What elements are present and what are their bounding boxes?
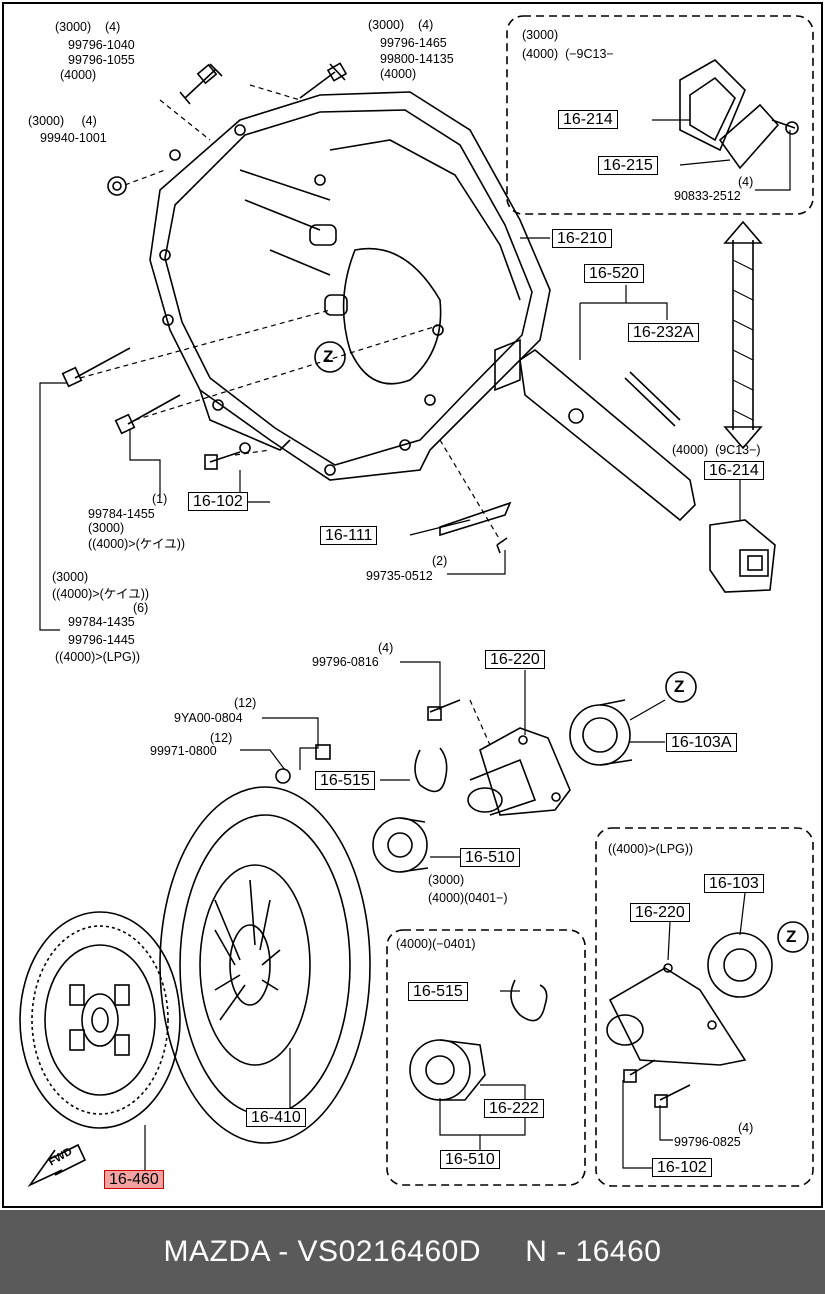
z-marker-2: Z: [674, 677, 685, 696]
label-4000-keiyu-p3: ((4000)>(ケイユ)): [52, 587, 150, 601]
part-number-99784-1455: 99784-1455: [88, 507, 155, 521]
part-number-99796-1445: 99796-1445: [68, 633, 135, 647]
part-number-99796-0816: 99796-0816: [312, 655, 379, 669]
callout-16-510-inset[interactable]: 16-510: [440, 1150, 500, 1169]
callout-16-102-upper[interactable]: 16-102: [188, 492, 248, 511]
part-number-9ya00-0804: 9YA00-0804: [174, 711, 243, 725]
qty-6: (6): [133, 601, 149, 615]
inset-0401-box: [386, 929, 586, 1186]
callout-16-460-highlighted[interactable]: 16-460: [104, 1170, 164, 1189]
z-markers: [314, 341, 809, 953]
inset-0401-title: (4000)(−0401): [396, 937, 476, 951]
callout-16-410[interactable]: 16-410: [246, 1108, 306, 1127]
inset-lpg-box: [595, 827, 814, 1187]
clutch-housing: [149, 91, 551, 481]
inset-lpg-parts: [606, 932, 773, 1108]
inset-0401-parts: [409, 979, 548, 1101]
qty-2: (2): [432, 554, 448, 568]
part-number-99971-0800: 99971-0800: [150, 744, 217, 758]
label-3000-mid: (3000): [428, 873, 465, 887]
label-3000-qty: (3000) (4): [55, 20, 121, 34]
callout-leaders: [39, 119, 791, 1170]
diagram-frame: [2, 2, 823, 1208]
inset-lpg-title: ((4000)>(LPG)): [608, 842, 694, 856]
part-number-99796-1465: 99796-1465: [380, 36, 447, 50]
label-4000-2: (4000): [380, 67, 417, 81]
inset-label-4000-9c13: (4000) (−9C13−: [522, 47, 614, 61]
housing-bolts: [61, 62, 508, 554]
callout-16-214-lower[interactable]: 16-214: [704, 461, 764, 480]
callout-16-111[interactable]: 16-111: [320, 526, 378, 545]
qty-12-b3: (12): [210, 731, 233, 745]
qty-4-b1: (4): [378, 641, 394, 655]
callout-16-520[interactable]: 16-520: [584, 264, 644, 283]
part-number-99796-0825: 99796-0825: [674, 1135, 741, 1149]
part-number-caption: MAZDA - VS0216460D N - 16460: [163, 1235, 662, 1268]
label-4000-keiyu-p1: ((4000)>(ケイユ)): [88, 537, 186, 551]
assembly-leaders: [79, 84, 501, 746]
inset-label-3000: (3000): [522, 28, 559, 42]
footer-bar: MAZDA - VS0216460D N - 16460: [0, 1210, 825, 1294]
label-4000: (4000): [60, 68, 97, 82]
spring-clip-top: [414, 747, 448, 793]
relation-arrow: [723, 220, 763, 450]
callout-16-102-lpg[interactable]: 16-102: [652, 1158, 712, 1177]
callout-16-222[interactable]: 16-222: [484, 1099, 544, 1118]
callout-16-210[interactable]: 16-210: [552, 229, 612, 248]
z-marker-3: Z: [786, 927, 797, 946]
part-number-90833-2512: 90833-2512: [674, 189, 741, 203]
qty-1: (1): [152, 492, 168, 506]
callout-16-214-top[interactable]: 16-214: [558, 110, 618, 129]
label-4000-9c13: (4000) (9C13−): [672, 443, 761, 457]
label-3000-p1: (3000): [88, 521, 125, 535]
bolt-head: [315, 744, 331, 760]
inset-9c13-box: [506, 15, 814, 215]
callout-16-220-lpg[interactable]: 16-220: [630, 903, 690, 922]
release-fork: [519, 349, 696, 522]
qty-4-b4: (4): [738, 1121, 754, 1135]
callout-16-510-upper[interactable]: 16-510: [460, 848, 520, 867]
callout-16-103[interactable]: 16-103: [704, 874, 764, 893]
exploded-parts-diagram: [2, 2, 823, 1208]
release-bearing-top: [569, 699, 633, 766]
label-3000-qty-3: (3000) (4): [28, 114, 97, 128]
boot-and-cover-top: [679, 59, 799, 170]
label-4000-0401: (4000)(0401−): [428, 891, 508, 905]
release-bearing-mid: [372, 817, 429, 873]
z-marker-1: Z: [323, 347, 334, 366]
callout-16-515-inset[interactable]: 16-515: [408, 982, 468, 1001]
part-number-99784-1435: 99784-1435: [68, 615, 135, 629]
qty-4-inset: (4): [738, 175, 754, 189]
callout-16-220-upper[interactable]: 16-220: [485, 650, 545, 669]
boot-lower: [709, 519, 776, 593]
clutch-disc: [19, 911, 181, 1129]
part-number-99940-1001: 99940-1001: [40, 131, 107, 145]
pressure-plate: [159, 786, 371, 1144]
callout-16-215[interactable]: 16-215: [598, 156, 658, 175]
label-4000-lpg-p3: ((4000)>(LPG)): [55, 650, 141, 664]
fwd-arrow: [27, 1143, 87, 1188]
shim-plate: [439, 501, 512, 537]
callout-16-103a[interactable]: 16-103A: [666, 733, 737, 752]
callout-16-515-upper[interactable]: 16-515: [315, 771, 375, 790]
part-number-99796-1055: 99796-1055: [68, 53, 135, 67]
part-number-99800-14135: 99800-14135: [380, 52, 454, 66]
washer: [275, 768, 291, 784]
part-number-99735-0512: 99735-0512: [366, 569, 433, 583]
label-3000-p3: (3000): [52, 570, 89, 584]
part-number-99796-1040: 99796-1040: [68, 38, 135, 52]
qty-12-b2: (12): [234, 696, 257, 710]
slave-cylinder-top: [427, 699, 571, 816]
callout-16-232a[interactable]: 16-232A: [628, 323, 699, 342]
label-3000-qty-2: (3000) (4): [368, 18, 434, 32]
